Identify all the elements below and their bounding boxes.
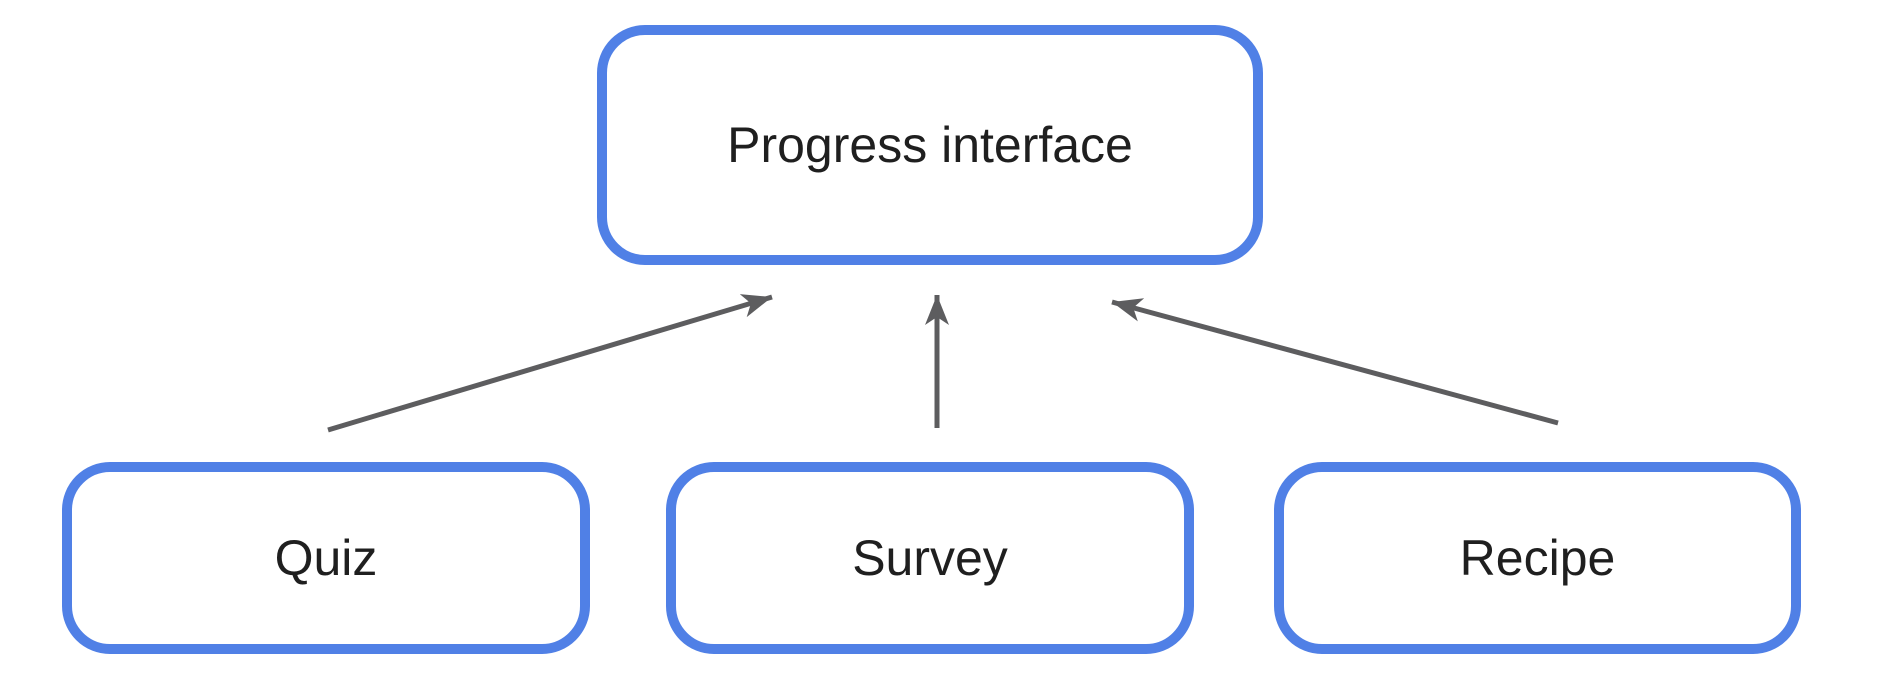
- node-progress-interface-label: Progress interface: [727, 117, 1133, 173]
- node-recipe-label: Recipe: [1459, 530, 1616, 586]
- node-quiz: Quiz: [62, 462, 590, 654]
- arrow-quiz-to-progress-interface: [327, 294, 773, 433]
- node-progress-interface: Progress interface: [597, 25, 1263, 265]
- node-survey-label: Survey: [852, 530, 1008, 586]
- node-recipe: Recipe: [1274, 462, 1801, 654]
- node-quiz-label: Quiz: [274, 530, 378, 586]
- arrow-recipe-to-progress-interface: [1111, 298, 1559, 426]
- node-survey: Survey: [666, 462, 1194, 654]
